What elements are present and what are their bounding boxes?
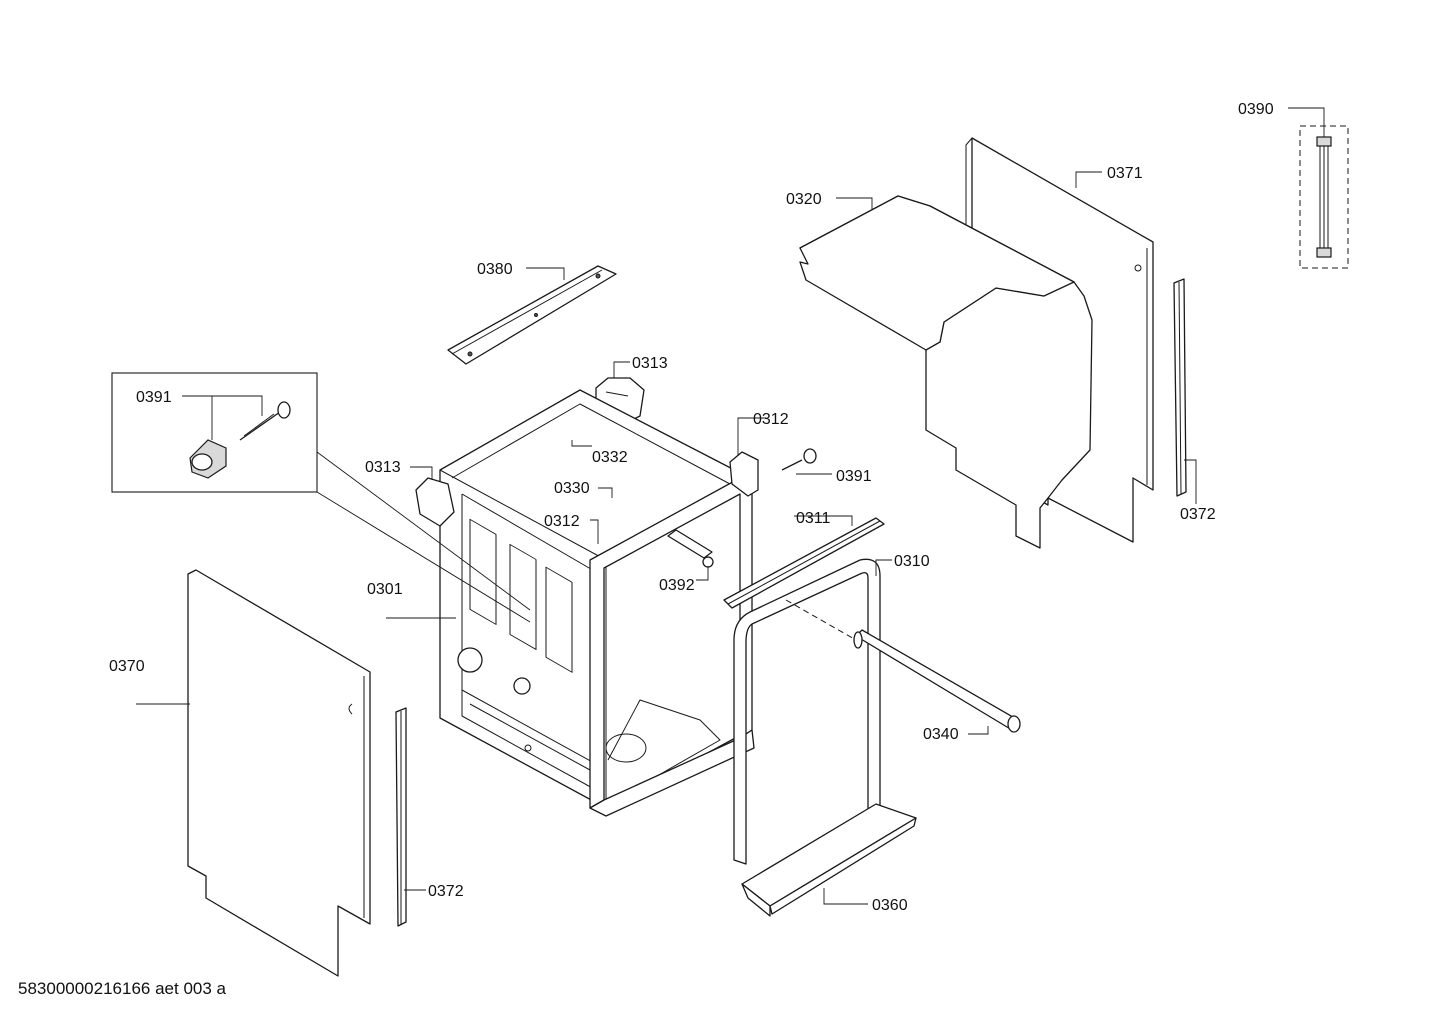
part-0392-hinge [667, 529, 714, 568]
callout-0312-center: 0312 [544, 513, 580, 530]
callout-0392: 0392 [659, 577, 695, 594]
callout-0301: 0301 [367, 581, 403, 598]
callout-0311: 0311 [796, 510, 831, 527]
callout-0312-right: 0312 [753, 411, 789, 428]
part-0372-seal-strip-right [1173, 278, 1187, 497]
part-0372-seal-strip-left [395, 707, 407, 927]
part-0380-mounting-bar [447, 265, 617, 365]
callout-0372-left: 0372 [428, 883, 464, 900]
part-0320-insulation-mat [799, 195, 1093, 549]
callout-0380: 0380 [477, 261, 513, 278]
callout-0313-top: 0313 [632, 355, 668, 372]
callout-0391-screw: 0391 [836, 468, 872, 485]
callout-0310: 0310 [894, 553, 930, 570]
callout-0313-left: 0313 [365, 459, 401, 476]
part-0312-bracket-right [729, 451, 759, 497]
leader-lines [136, 107, 1325, 905]
callout-0332: 0332 [592, 449, 628, 466]
callout-0330: 0330 [554, 480, 590, 497]
callout-0372-right: 0372 [1180, 506, 1216, 523]
callout-0371: 0371 [1107, 165, 1143, 182]
part-0311-rail [723, 517, 885, 609]
callout-0390: 0390 [1238, 101, 1274, 118]
part-0360-kick-plate [741, 803, 917, 917]
part-0391-screw [781, 448, 817, 471]
drawing-code: 58300000216166 aet 003 a [18, 979, 226, 998]
part-0370-side-panel-left [187, 569, 371, 977]
callout-0370: 0370 [109, 658, 145, 675]
part-0340-rod [785, 599, 1021, 733]
part-0313-bracket-left [415, 477, 455, 527]
callout-0360: 0360 [872, 897, 908, 914]
callout-0320: 0320 [786, 191, 822, 208]
part-0390-cable-harness [1299, 125, 1349, 269]
callout-0340: 0340 [923, 726, 959, 743]
callout-0391-detail: 0391 [136, 389, 172, 406]
part-0391-detail-box [111, 372, 318, 493]
